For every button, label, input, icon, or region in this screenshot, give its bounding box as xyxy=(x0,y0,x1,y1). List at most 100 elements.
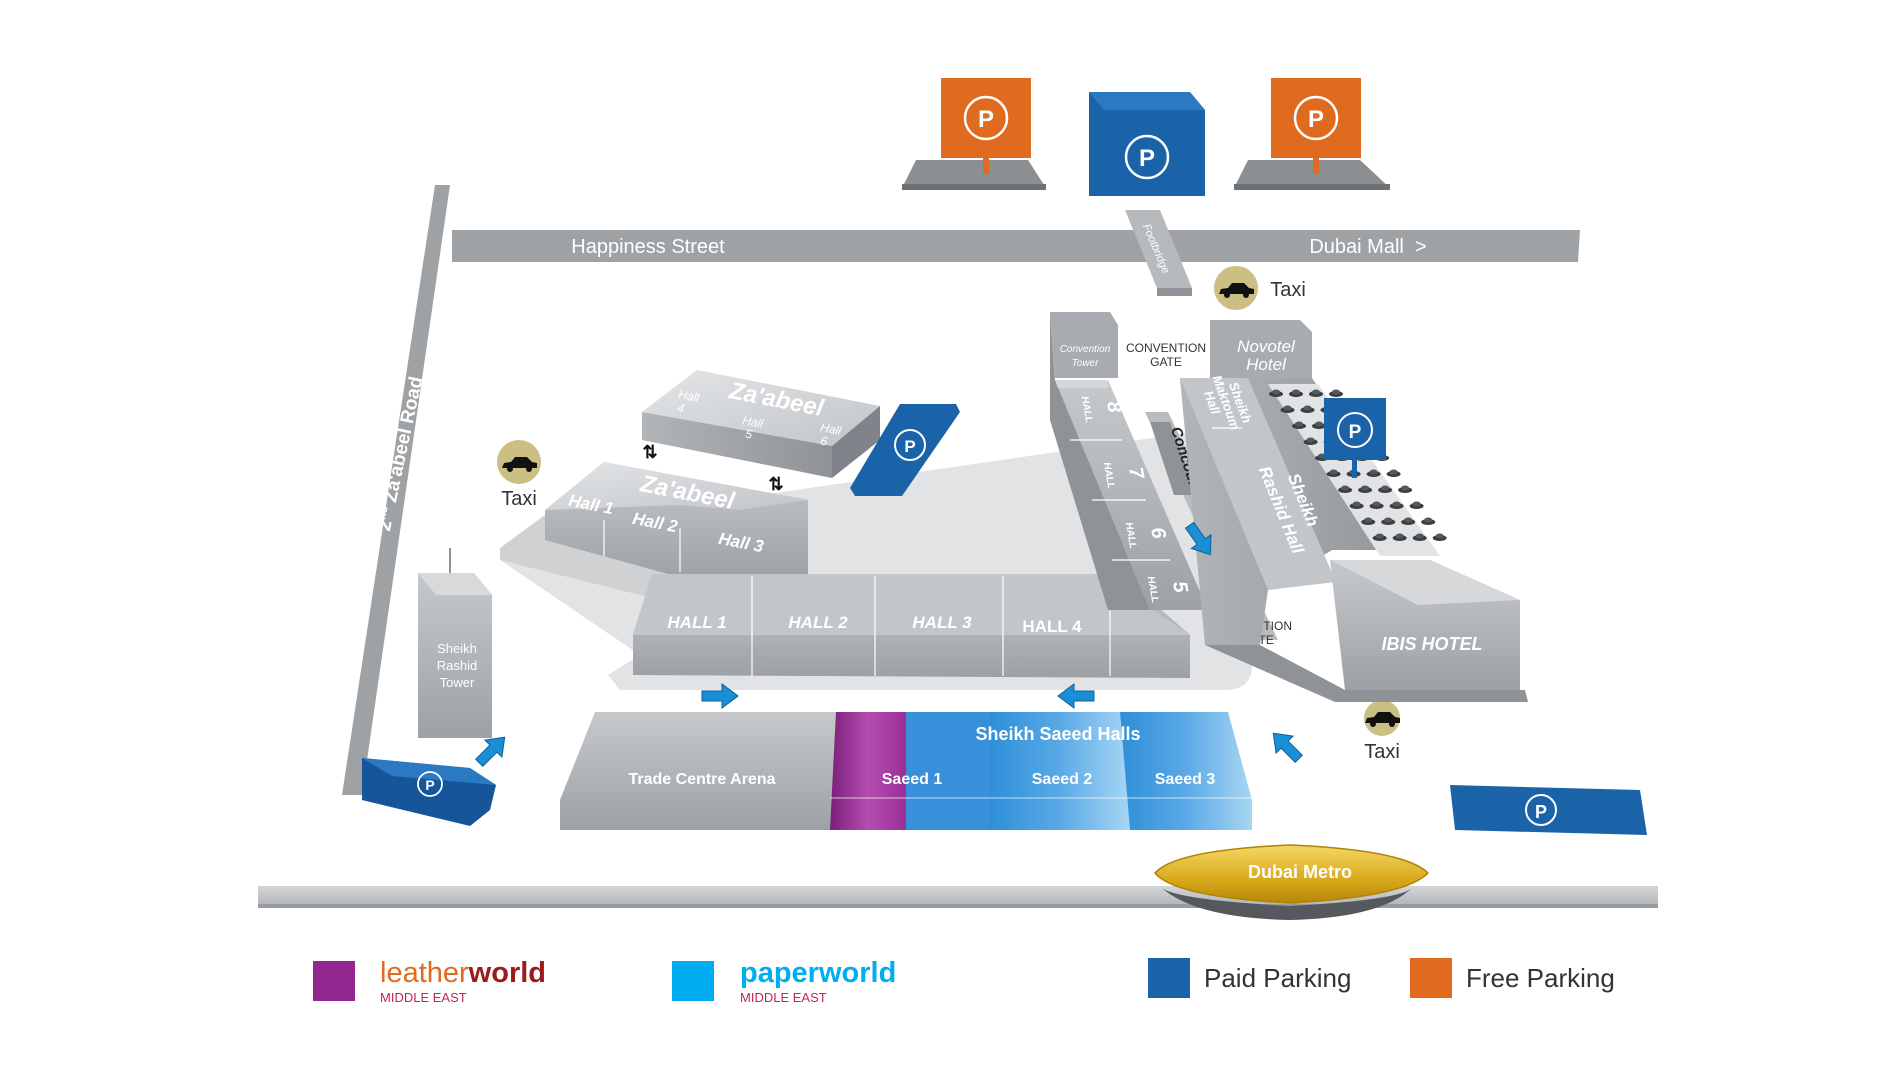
svg-text:P: P xyxy=(1139,145,1155,172)
svg-text:GATE: GATE xyxy=(1150,355,1182,369)
svg-text:Saeed 3: Saeed 3 xyxy=(1155,771,1216,788)
legend-paperworld: paperworld MIDDLE EAST xyxy=(672,957,896,1005)
svg-text:Trade Centre Arena: Trade Centre Arena xyxy=(628,771,775,788)
main-halls-block: HALL 1 HALL 2 HALL 3 HALL 4 xyxy=(633,574,1190,678)
svg-text:Hall: Hall xyxy=(677,387,700,405)
free-parking-right[interactable]: P xyxy=(1234,78,1390,190)
saeed-hall-2[interactable]: Saeed 2 xyxy=(990,712,1130,830)
svg-text:Hotel: Hotel xyxy=(1246,355,1287,374)
svg-text:Taxi: Taxi xyxy=(1270,279,1306,301)
zaabeel-upper-building[interactable]: Za'abeel Hall 4 Hall 5 Hall 6 xyxy=(642,370,880,478)
parked-car-icon xyxy=(1421,517,1436,525)
svg-text:HALL: HALL xyxy=(1145,575,1160,603)
taxi-north[interactable]: Taxi xyxy=(1214,266,1306,310)
svg-text:Novotel: Novotel xyxy=(1237,337,1296,356)
legend-paid-parking: Paid Parking xyxy=(1148,958,1351,998)
dubai-metro-station[interactable]: Dubai Metro xyxy=(1154,844,1430,920)
dubai-mall-label[interactable]: Dubai Mall > xyxy=(1309,236,1426,258)
leatherworld-sub: MIDDLE EAST xyxy=(380,990,467,1005)
taxi-east[interactable]: Taxi xyxy=(1364,700,1400,763)
parked-car-icon xyxy=(1409,501,1424,509)
hall-5-label[interactable]: 5 xyxy=(1168,580,1192,596)
taxi-west[interactable]: Taxi xyxy=(497,440,541,510)
svg-text:HALL: HALL xyxy=(1079,395,1094,423)
leatherworld-swatch xyxy=(313,961,355,1001)
svg-text:P: P xyxy=(978,106,994,133)
svg-text:Free Parking: Free Parking xyxy=(1466,963,1615,993)
svg-text:Convention: Convention xyxy=(1060,344,1111,355)
parked-car-icon xyxy=(1432,533,1447,541)
parking-icon xyxy=(1124,134,1170,180)
svg-text:Tower: Tower xyxy=(1072,358,1100,369)
paid-parking-zaabeel[interactable]: P xyxy=(850,404,960,496)
paperworld-swatch xyxy=(672,961,714,1001)
free-parking-left[interactable]: P xyxy=(902,78,1046,190)
svg-text:P: P xyxy=(1535,802,1547,822)
svg-text:Paid Parking: Paid Parking xyxy=(1204,963,1351,993)
happiness-street xyxy=(452,230,1580,262)
zaabeel-road xyxy=(342,185,450,795)
parking-icon xyxy=(1525,794,1557,826)
svg-text:Tower: Tower xyxy=(440,675,475,690)
hall-8-label[interactable]: 8 xyxy=(1102,400,1126,416)
svg-text:4: 4 xyxy=(676,401,686,416)
zaabeel-lower-building[interactable]: Za'abeel Hall 1 Hall 2 Hall 3 xyxy=(500,462,808,600)
parking-icon xyxy=(894,429,926,461)
trade-centre-arena[interactable]: Trade Centre Arena xyxy=(560,712,840,830)
svg-text:⇅: ⇅ xyxy=(768,474,783,494)
connector-arrows: ⇅ ⇅ xyxy=(642,442,783,494)
novotel-hotel: Novotel Hotel xyxy=(1210,320,1312,378)
svg-text:HALL: HALL xyxy=(1101,461,1116,489)
svg-text:P: P xyxy=(1349,422,1362,443)
ibis-hotel: IBIS HOTEL xyxy=(1205,560,1528,702)
hall-3-label[interactable]: HALL 3 xyxy=(912,613,972,632)
convention-tower: Convention Tower xyxy=(1050,312,1118,378)
hall-4-label[interactable]: HALL 4 xyxy=(1022,617,1082,636)
paperworld-brand: paperworld xyxy=(740,957,896,989)
footbridge: Footbridge xyxy=(1125,210,1192,296)
svg-text:Sheikh: Sheikh xyxy=(437,641,477,656)
svg-text:6: 6 xyxy=(819,434,829,449)
paid-parking-bottom-right[interactable]: P xyxy=(1450,785,1647,835)
parking-icon xyxy=(963,95,1009,141)
hall-7-label[interactable]: 7 xyxy=(1124,466,1148,482)
hall-6-label[interactable]: 6 xyxy=(1146,526,1170,542)
svg-text:Saeed 2: Saeed 2 xyxy=(1032,771,1093,788)
parked-car-icon xyxy=(1386,469,1401,477)
parked-car-icon xyxy=(1329,389,1343,397)
svg-text:P: P xyxy=(425,777,434,793)
sheikh-rashid-hall-complex: Sheikh Maktoum Hall Sheikh Rashid Hall xyxy=(1180,373,1430,645)
svg-text:HALL: HALL xyxy=(1123,521,1138,549)
saeed-hall-3[interactable]: Saeed 3 xyxy=(1120,712,1252,830)
svg-text:5: 5 xyxy=(744,427,754,442)
legend: leatherworld MIDDLE EAST paperworld MIDD… xyxy=(313,957,1615,1005)
sheikh-rashid-tower: Sheikh Rashid Tower xyxy=(418,548,492,738)
paid-parking-top[interactable]: P xyxy=(1089,92,1205,196)
legend-leatherworld: leatherworld MIDDLE EAST xyxy=(313,957,546,1005)
arrow-icon xyxy=(1264,724,1308,768)
east-halls-block: HALL 8 HALL 7 HALL 6 HALL 5 xyxy=(1050,312,1208,610)
svg-text:Rashid: Rashid xyxy=(437,658,477,673)
svg-text:P: P xyxy=(904,437,915,456)
saeed-hall-1[interactable]: Saeed 1 xyxy=(830,712,990,830)
svg-text:⇅: ⇅ xyxy=(642,442,657,462)
svg-text:Hall: Hall xyxy=(819,420,842,438)
paid-parking-swatch xyxy=(1148,958,1190,998)
convention-gate[interactable]: CONVENTION GATE xyxy=(1126,341,1206,369)
paperworld-sub: MIDDLE EAST xyxy=(740,990,827,1005)
svg-text:Hall: Hall xyxy=(741,413,764,431)
svg-text:IBIS HOTEL: IBIS HOTEL xyxy=(1381,634,1482,654)
hall-2-label[interactable]: HALL 2 xyxy=(788,613,848,632)
parking-icon xyxy=(1293,95,1339,141)
svg-text:Dubai Metro: Dubai Metro xyxy=(1248,862,1352,882)
svg-text:Taxi: Taxi xyxy=(1364,741,1400,763)
paid-parking-sign[interactable]: P xyxy=(1324,398,1386,478)
hall-1-label[interactable]: HALL 1 xyxy=(667,613,726,632)
parking-icon xyxy=(1337,412,1373,448)
sheikh-saeed-halls-title: Sheikh Saeed Halls xyxy=(975,724,1140,744)
parking-icon xyxy=(417,771,443,797)
svg-text:P: P xyxy=(1308,106,1324,133)
paid-parking-bottom-left[interactable]: P xyxy=(362,758,496,826)
svg-text:CONVENTION: CONVENTION xyxy=(1126,341,1206,355)
